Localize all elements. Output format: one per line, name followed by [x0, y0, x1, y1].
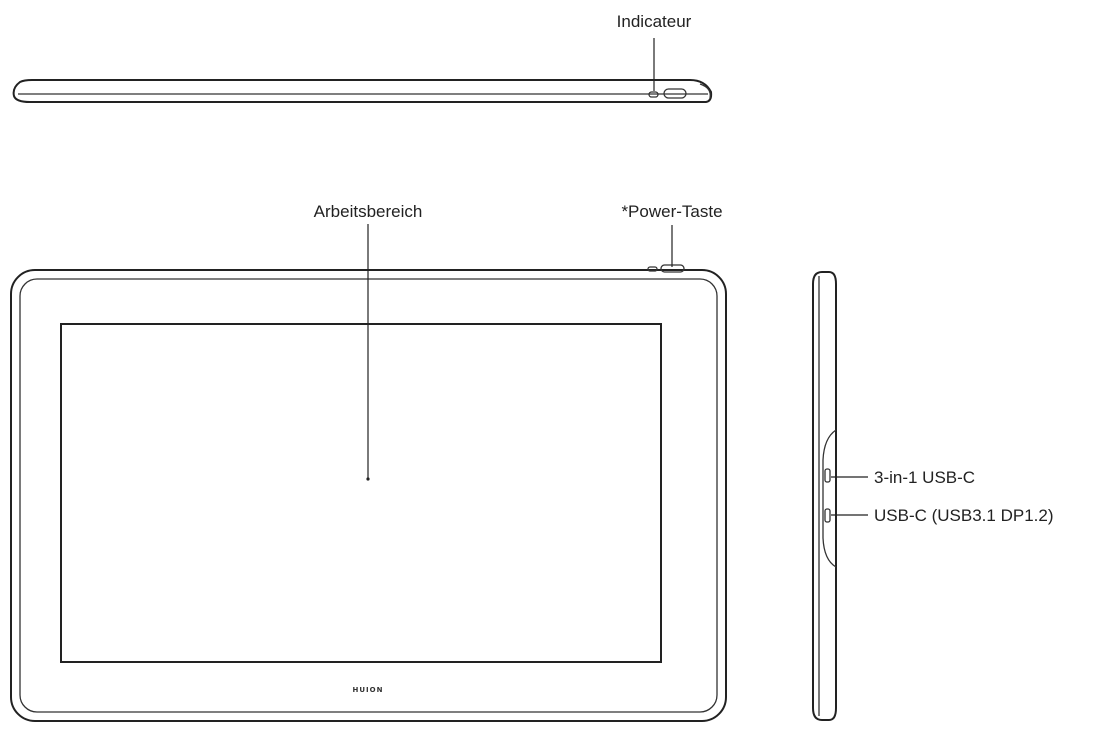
brand-logo: HUION: [353, 686, 384, 694]
tablet-side-view: [812, 271, 837, 721]
power-button-label: *Power-Taste: [621, 202, 722, 221]
port-3in1-usbc[interactable]: [824, 468, 831, 483]
tablet-top-view: [12, 79, 713, 103]
power-button-top[interactable]: [663, 88, 687, 99]
port-usbc-dp[interactable]: [824, 508, 831, 523]
indicator-label: Indicateur: [617, 12, 692, 31]
port-3in1-label: 3-in-1 USB-C: [874, 468, 975, 487]
indicator-light: [648, 91, 659, 98]
indicator-front: [647, 266, 658, 272]
work-area-label: Arbeitsbereich: [314, 202, 423, 221]
work-area[interactable]: [60, 323, 662, 663]
port-usbc-label: USB-C (USB3.1 DP1.2): [874, 506, 1054, 525]
